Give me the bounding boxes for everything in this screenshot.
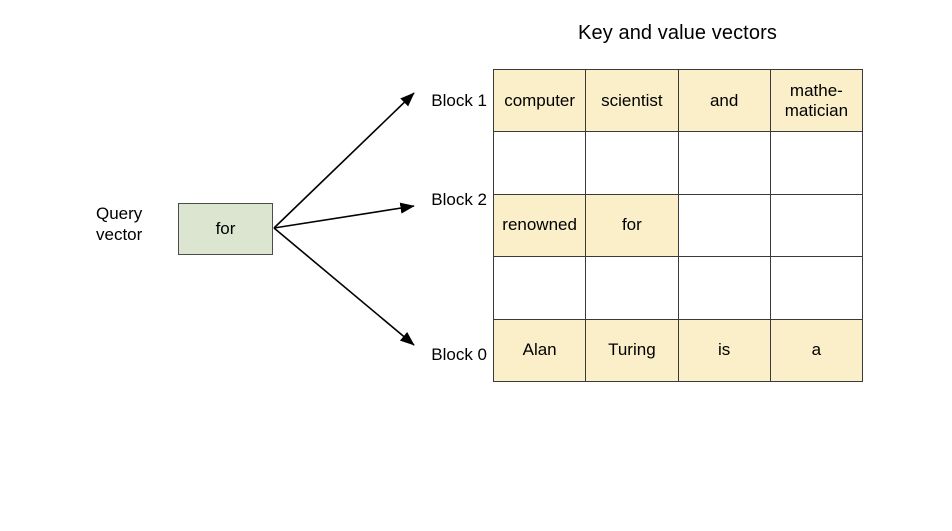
- table-cell-empty: [492, 256, 587, 320]
- arrow-to-block-2: [273, 202, 415, 229]
- table-cell-empty: [769, 131, 864, 195]
- table-cell-empty: [492, 131, 587, 195]
- table-cell-empty: [585, 131, 679, 195]
- table-cell-token: Turing: [585, 318, 679, 382]
- table-row: [492, 256, 864, 320]
- query-vector-label-line1: Query: [96, 204, 143, 223]
- arrow-to-block-0: [273, 227, 415, 346]
- block-label-block-1: Block 1: [431, 91, 487, 110]
- query-vector-value: for: [215, 219, 236, 238]
- table-cell-token: renowned: [492, 193, 587, 258]
- table-cell-token: mathe-matician: [769, 68, 864, 133]
- table-cell-token: Alan: [492, 318, 587, 382]
- block-label-block-2: Block 2: [431, 190, 487, 209]
- table-cell-empty: [677, 193, 771, 258]
- table-cell-empty: [677, 256, 771, 320]
- table-cell-token: a: [769, 318, 864, 382]
- block-label-block-0: Block 0: [431, 345, 487, 364]
- table-cell-empty: [677, 131, 771, 195]
- arrow-to-block-1: [273, 92, 415, 229]
- table-cell-token: is: [677, 318, 771, 382]
- table-cell-empty: [769, 193, 864, 258]
- query-vector-label: Query vector: [96, 203, 170, 245]
- page-title: Key and value vectors: [578, 22, 777, 44]
- table-cell-empty: [585, 256, 679, 320]
- query-vector-label-line2: vector: [96, 225, 143, 244]
- table-cell-empty: [769, 256, 864, 320]
- table-row: [492, 131, 864, 195]
- table-cell-token: for: [585, 193, 679, 258]
- query-vector-box[interactable]: for: [178, 203, 273, 255]
- table-cell-token: and: [677, 68, 771, 133]
- table-cell-token: computer: [492, 68, 587, 133]
- table-cell-token: scientist: [585, 68, 679, 133]
